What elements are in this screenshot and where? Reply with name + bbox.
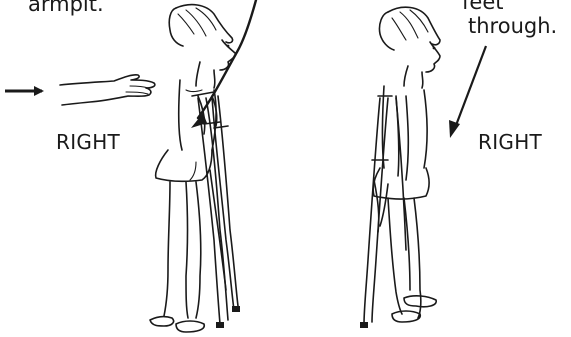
left-figure-with-crutches: [150, 5, 240, 332]
right-figure-with-crutches: [360, 7, 440, 328]
feet-pointer-arrow: [449, 46, 486, 138]
armpit-pointer-arrow: [191, 0, 256, 128]
helper-hand: [60, 75, 155, 105]
